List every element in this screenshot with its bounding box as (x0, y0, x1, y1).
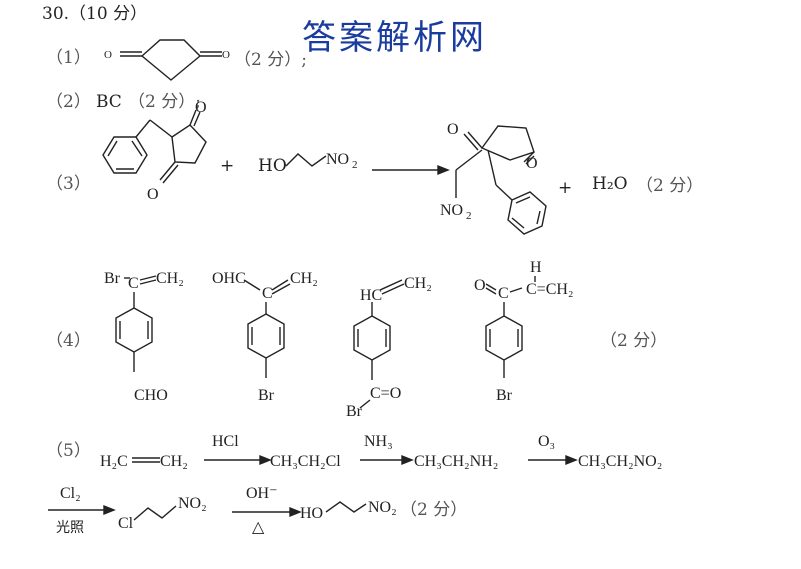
q3-water: H₂O (592, 174, 628, 194)
q4-score: （2 分） (600, 331, 668, 351)
q3-reactant1: O O (102, 99, 207, 203)
iso2-ohc: OHC (212, 270, 246, 287)
iso4-h: H (530, 259, 542, 276)
q5-score: （2 分） (400, 500, 468, 520)
iso2-br: Br (258, 387, 275, 404)
svg-text:C: C (262, 285, 273, 302)
svg-text:2: 2 (352, 159, 358, 171)
q3-no2-a: NO (326, 151, 349, 168)
q3-score: （2 分） (636, 176, 704, 196)
q4-isomer-3: HC CH₂ C=O Br (346, 275, 432, 420)
q3-prod-o1: O (447, 121, 459, 138)
svg-text:C: C (128, 275, 139, 292)
q1-o-left: O (104, 49, 112, 61)
q4-label: （4） (46, 331, 91, 351)
svg-text:2: 2 (466, 210, 472, 222)
iso1-ch2: CH₂ (156, 270, 184, 287)
iso4-o: O (474, 277, 486, 294)
q2-score: （2 分）; (128, 92, 201, 112)
iso1-cho: CHO (134, 387, 168, 404)
q3-nitroethanol: NO 2 (285, 151, 450, 176)
q1-label: （1） (46, 48, 91, 68)
q3-plus1: + (220, 156, 235, 176)
iso4-c: C (498, 285, 509, 302)
q5-cl2: Cl₂ (60, 485, 81, 502)
iso3-co: C=O (370, 385, 401, 402)
q5-nitroethane: CH₃CH₂NO₂ (578, 453, 662, 470)
question-header: 30.（10 分） (42, 4, 148, 24)
q3-o1: O (195, 99, 207, 116)
q5-o3: O₃ (538, 433, 555, 450)
watermark: 答案解析网 (302, 18, 487, 58)
q5-h2c: H₂C (100, 453, 128, 470)
q5-ho: HO (300, 505, 323, 522)
iso3-br: Br (346, 403, 363, 420)
q3-product: O O NO 2 (440, 121, 547, 235)
iso4-br: Br (496, 387, 513, 404)
q5-light: 光照 (56, 520, 84, 536)
q5-route-line2: Cl₂ 光照 Cl NO₂ OH⁻ △ HO NO₂ (48, 485, 397, 536)
q5-ethyl-chloride: CH₃CH₂Cl (270, 453, 341, 470)
q4-isomer-2: OHC C CH₂ Br (212, 270, 318, 404)
q1-structure: O O (104, 39, 230, 81)
q5-cl: Cl (118, 515, 134, 532)
q5-no2-b: NO₂ (178, 495, 207, 512)
q5-nh3: NH₃ (364, 433, 393, 450)
iso1-br: Br (104, 270, 121, 287)
iso3-ch2: CH₂ (404, 275, 432, 292)
q3-o2: O (147, 186, 159, 203)
q5-route-line1: H₂C CH₂ HCl CH₃CH₂Cl NH₃ CH₃CH₂NH₂ O₃ CH… (100, 433, 662, 470)
q5-label: （5） (46, 441, 91, 461)
q5-oh: OH⁻ (246, 485, 278, 502)
q2-answer: BC (96, 92, 122, 112)
q2-label: （2） (46, 92, 91, 112)
q1-o-right: O (222, 49, 230, 61)
q5-ethylamine: CH₃CH₂NH₂ (414, 453, 498, 470)
q5-ch2: CH₂ (160, 453, 188, 470)
q3-plus2: + (558, 178, 573, 198)
q3-label: （3） (46, 174, 91, 194)
iso3-hc: HC (360, 287, 382, 304)
iso4-c-ch2: C=CH₂ (526, 281, 574, 298)
q5-heat: △ (252, 519, 265, 536)
q5-no2-c: NO₂ (368, 499, 397, 516)
iso2-ch2: CH₂ (290, 270, 318, 287)
q3-prod-no2: NO (440, 202, 463, 219)
q1-score: （2 分）; (234, 50, 307, 70)
q3-prod-o2: O (526, 155, 538, 172)
q5-hcl: HCl (212, 433, 239, 450)
q3-reactant-ho: HO (258, 156, 287, 176)
q4-isomer-4: O C H C=CH₂ Br (474, 259, 574, 404)
q4-isomer-1: Br C CH₂ CHO (104, 270, 184, 404)
